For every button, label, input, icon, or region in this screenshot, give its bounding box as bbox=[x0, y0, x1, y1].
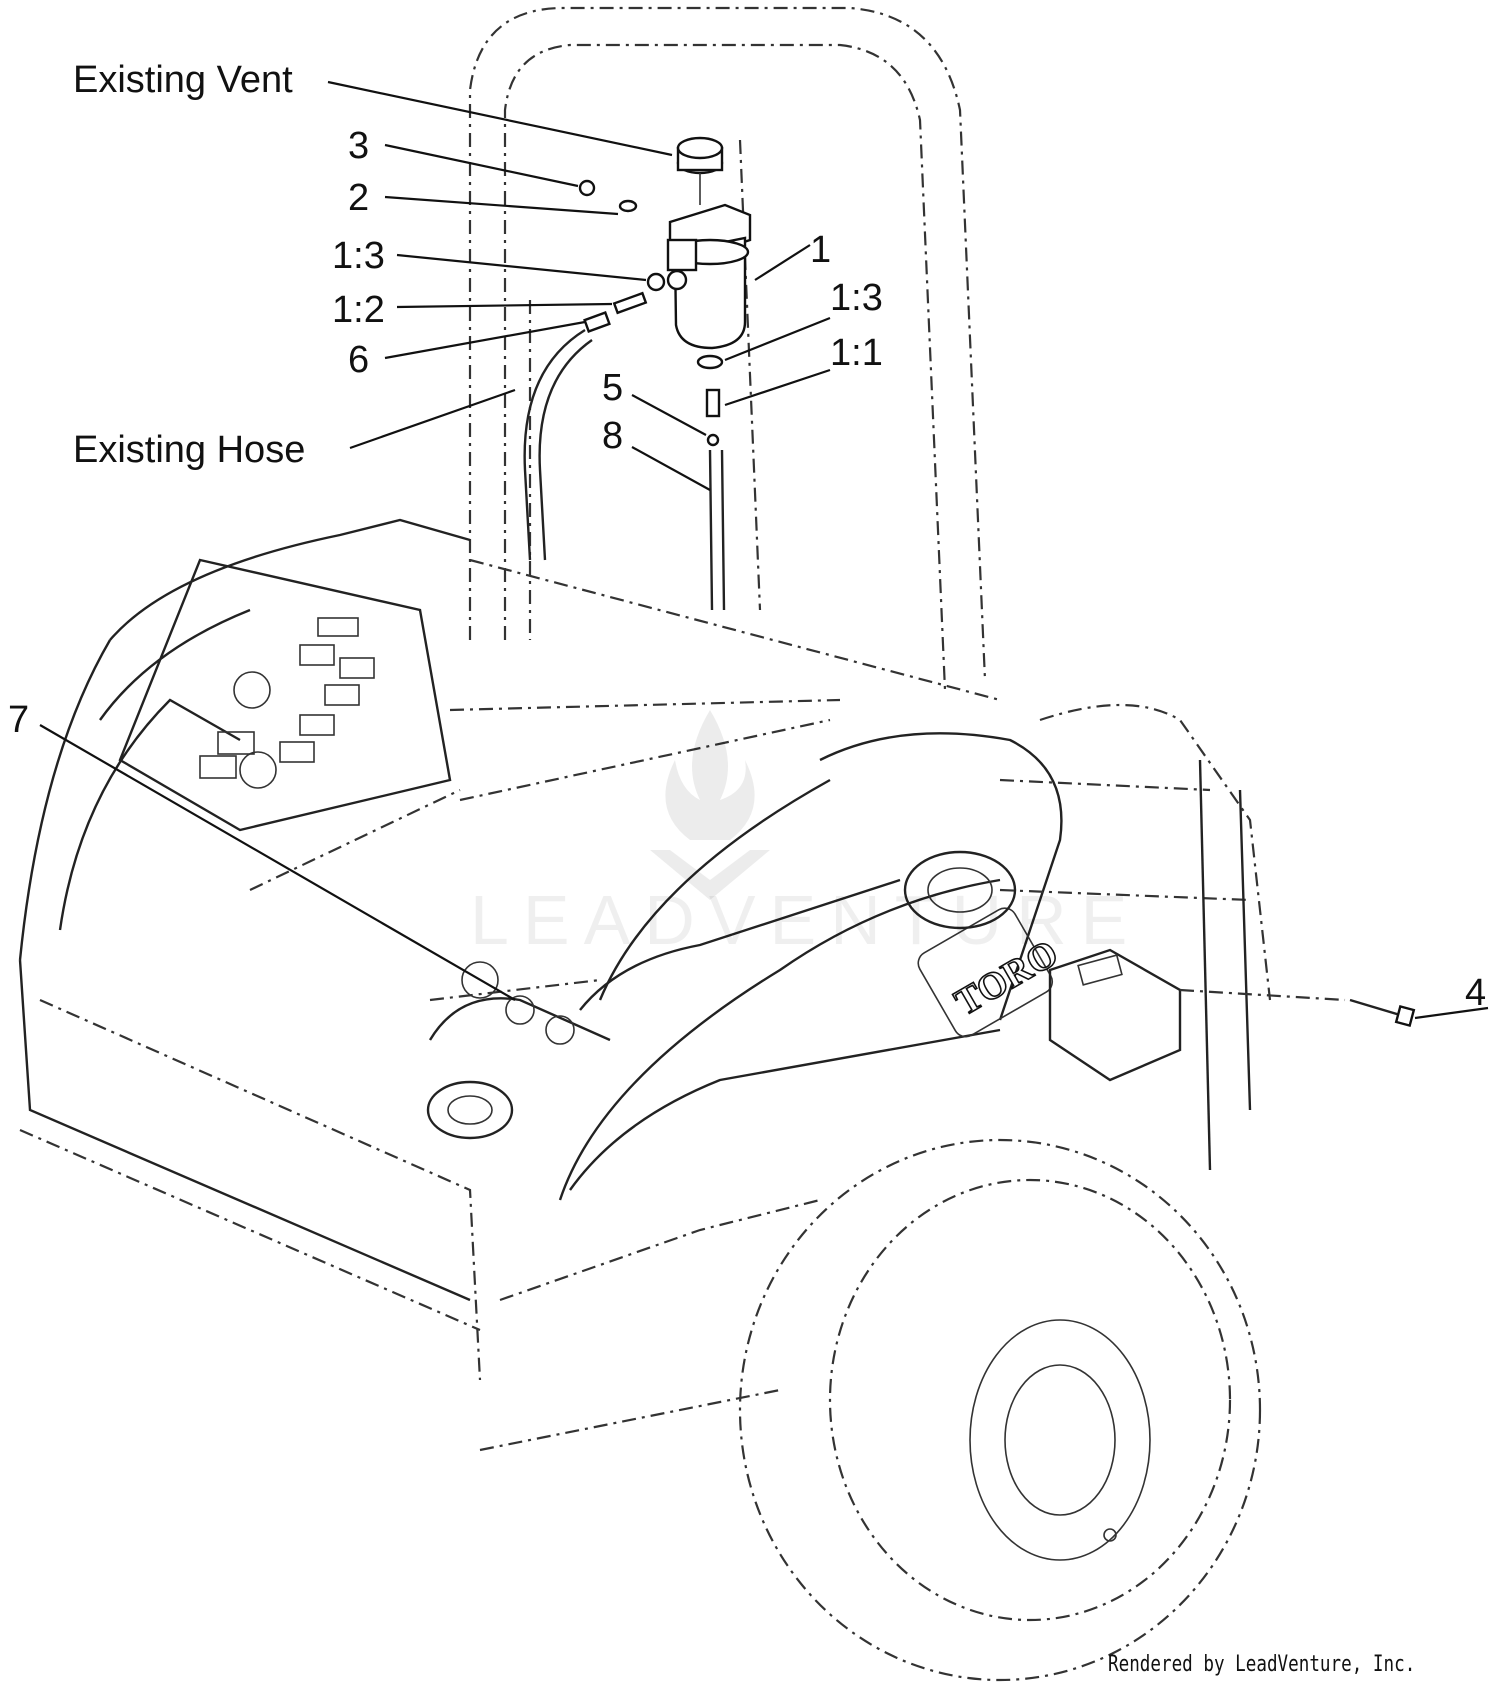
bolt-item-4 bbox=[1349, 998, 1416, 1028]
callout-existing-vent: Existing Vent bbox=[73, 59, 293, 101]
tube-item-8 bbox=[708, 449, 726, 611]
vent-filter-assembly bbox=[578, 136, 752, 611]
callout-item-5: 5 bbox=[602, 367, 623, 409]
filter-canister bbox=[666, 203, 752, 350]
callout-item-2: 2 bbox=[348, 177, 369, 219]
callout-existing-hose: Existing Hose bbox=[73, 429, 305, 471]
rear-tire bbox=[738, 1138, 1262, 1682]
existing-hose bbox=[523, 328, 593, 561]
nut-item-3 bbox=[578, 179, 596, 197]
callout-item-8: 8 bbox=[602, 415, 623, 457]
fitting-item-1-1 bbox=[705, 388, 721, 418]
callout-item-7: 7 bbox=[8, 699, 29, 741]
fitting-item-1-2 bbox=[612, 291, 648, 315]
fitting-item-6 bbox=[583, 311, 611, 333]
mower-chassis: TORO bbox=[18, 518, 1272, 1452]
callout-item-1-3a: 1:3 bbox=[332, 235, 385, 277]
grommet-lower-item-1-3 bbox=[696, 354, 724, 370]
callout-item-1-3b: 1:3 bbox=[830, 277, 883, 319]
washer-item-2 bbox=[618, 199, 638, 213]
watermark-text: LEADVENTURE bbox=[470, 881, 1142, 959]
render-credit: Rendered by LeadVenture, Inc. bbox=[1108, 1652, 1416, 1677]
callout-item-1: 1 bbox=[810, 229, 831, 271]
callout-item-3: 3 bbox=[348, 125, 369, 167]
callouts: Existing Vent 3 2 1:3 1:2 6 Existing Hos… bbox=[8, 59, 1486, 1014]
callout-item-1-2: 1:2 bbox=[332, 289, 385, 331]
callout-item-6: 6 bbox=[348, 339, 369, 381]
callout-item-4: 4 bbox=[1465, 972, 1486, 1014]
existing-vent-cap bbox=[676, 136, 724, 205]
roll-bar bbox=[468, 6, 987, 691]
watermark-logo bbox=[650, 710, 770, 900]
grommet-item-1-3 bbox=[646, 272, 666, 292]
leader-lines bbox=[39, 80, 1489, 1020]
callout-item-1-1: 1:1 bbox=[830, 332, 883, 374]
clamp-item-5 bbox=[706, 433, 720, 447]
